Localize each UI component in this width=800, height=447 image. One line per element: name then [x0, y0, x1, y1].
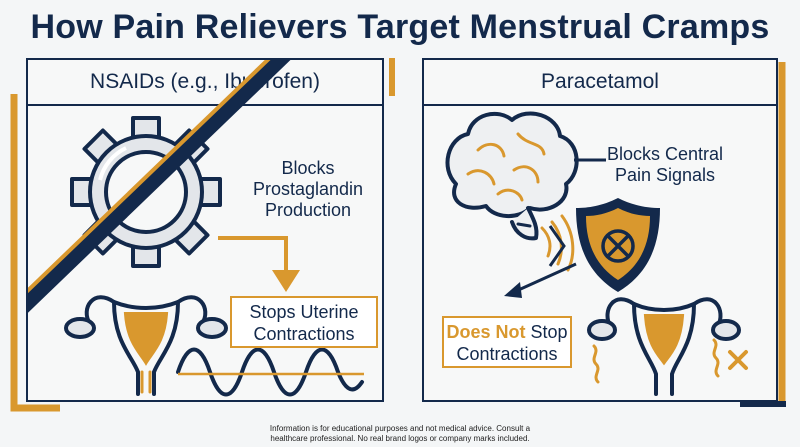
- wave-icon: [176, 347, 364, 397]
- arrow-icon: [218, 236, 300, 292]
- cramp-marks-icon: [592, 338, 748, 384]
- paracetamol-illustration: [445, 111, 748, 396]
- uterus-icon: [587, 297, 741, 396]
- nsaids-panel: NSAIDs (e.g., Ibuprofen): [26, 58, 384, 402]
- result-rest: Stop: [530, 322, 568, 342]
- paracetamol-result-box: Does Not Stop Contractions: [442, 316, 572, 368]
- result-emphasis: Does Not: [446, 322, 526, 342]
- mechanism-line-2: Pain Signals: [614, 165, 716, 186]
- disclaimer-line-1: Information is for educational purposes …: [269, 424, 531, 433]
- uterus-icon: [64, 295, 228, 396]
- result-line-2: Contractions: [456, 343, 558, 364]
- page-title: How Pain Relievers Target Menstrual Cram…: [30, 8, 770, 46]
- mechanism-line-1: Blocks Central: [606, 144, 724, 164]
- block-slash: [28, 60, 291, 313]
- brain-icon: [445, 111, 579, 241]
- paracetamol-heading: Paracetamol: [424, 60, 776, 106]
- disclaimer-line-2: healthcare professional. No real brand l…: [270, 434, 530, 443]
- nsaids-result-box: Stops Uterine Contractions: [230, 296, 378, 348]
- disclaimer: Information is for educational purposes …: [0, 424, 800, 444]
- result-line-1: Stops Uterine: [249, 302, 359, 322]
- result-line-2: Contractions: [253, 323, 355, 344]
- shield-icon: [576, 198, 660, 292]
- paracetamol-panel: Paracetamol: [422, 58, 778, 402]
- paracetamol-mechanism-text: Blocks Central Pain Signals: [590, 144, 740, 186]
- arrow-icon: [504, 262, 577, 298]
- mechanism-line-2: Prostaglandin: [252, 179, 364, 200]
- mechanism-line-3: Production: [264, 200, 352, 221]
- result-line-1: Does Not Stop: [444, 322, 570, 344]
- nsaids-mechanism-text: Blocks Prostaglandin Production: [238, 158, 378, 222]
- mechanism-line-1: Blocks: [281, 158, 335, 178]
- signal-waves-icon: [540, 214, 575, 272]
- nsaids-illustration: [28, 60, 364, 397]
